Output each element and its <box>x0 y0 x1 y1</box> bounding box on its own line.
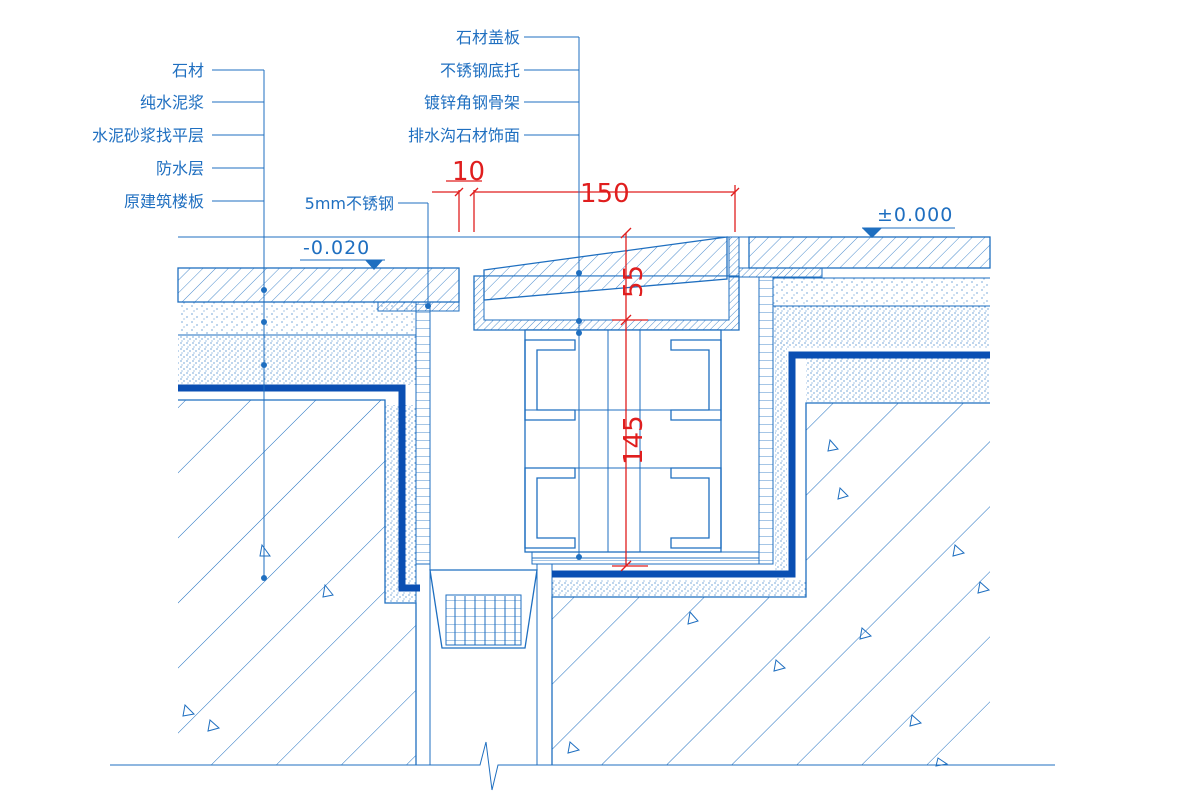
ground-line <box>110 741 1055 791</box>
floor-stone <box>177 236 991 303</box>
stainless-steel-trim <box>377 236 823 565</box>
leaders-top <box>524 36 582 560</box>
label-waterproof-layer: 防水层 <box>156 159 204 178</box>
level-mark-right: ±0.000 <box>862 204 955 238</box>
label-original-slab: 原建筑楼板 <box>124 192 204 211</box>
level-right-text: ±0.000 <box>877 204 953 226</box>
floor-drain <box>415 563 553 766</box>
stone-cover-assembly <box>473 236 740 331</box>
galvanized-angle-frame <box>524 329 760 565</box>
dim-frame-height-text: 145 <box>619 415 649 465</box>
waterproof-layer <box>178 384 420 592</box>
dim-width-text: 150 <box>580 179 630 209</box>
label-stone: 石材 <box>172 61 204 80</box>
labels-top: 石材盖板 不锈钢底托 镀锌角钢骨架 排水沟石材饰面 <box>408 28 520 145</box>
label-leveling-layer: 水泥砂浆找平层 <box>92 126 204 145</box>
screed-layers <box>178 277 990 603</box>
waterproof-layer-right <box>552 351 990 578</box>
dim-gap-text: 10 <box>452 157 485 187</box>
leaders-left <box>212 69 267 581</box>
label-trench-facing: 排水沟石材饰面 <box>408 126 520 145</box>
label-stone-cover: 石材盖板 <box>456 28 520 47</box>
dimension-height: 55 145 <box>612 227 649 572</box>
label-cement-paste: 纯水泥浆 <box>140 93 204 112</box>
label-angle-frame: 镀锌角钢骨架 <box>424 93 520 112</box>
leader-steel <box>398 202 431 309</box>
level-left-text: -0.020 <box>303 237 370 259</box>
dimension-width: 10 150 <box>432 157 740 232</box>
level-mark-left: -0.020 <box>300 237 385 270</box>
label-stainless-steel: 5mm不锈钢 <box>305 194 394 213</box>
label-steel-tray: 不锈钢底托 <box>440 61 520 80</box>
dim-cover-height-text: 55 <box>619 265 649 298</box>
labels-left: 石材 纯水泥浆 水泥砂浆找平层 防水层 原建筑楼板 <box>92 61 204 211</box>
